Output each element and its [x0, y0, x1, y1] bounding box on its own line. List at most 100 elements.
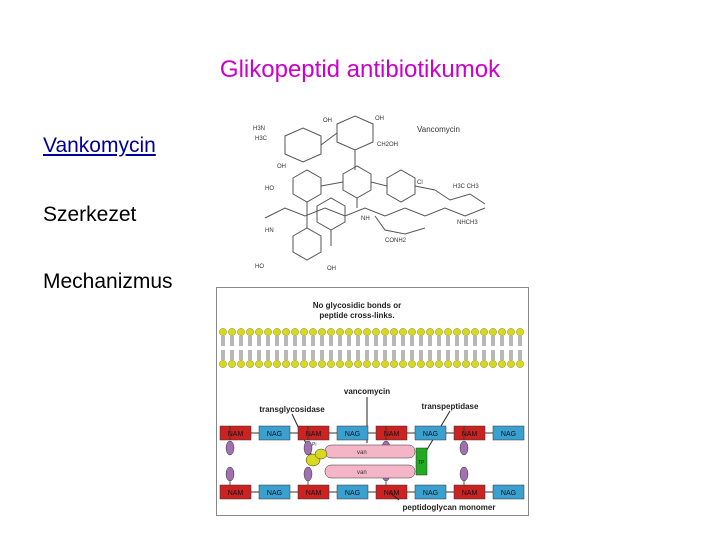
lipid-head	[282, 328, 290, 336]
atom-cl: Cl	[417, 180, 423, 186]
lipid-head	[228, 360, 236, 368]
lipid-head	[255, 328, 263, 336]
lipid-head	[435, 360, 443, 368]
peptide-stem	[459, 440, 469, 456]
lipid-head	[399, 328, 407, 336]
lipid-head	[354, 328, 362, 336]
lipid-head	[444, 360, 452, 368]
lipid-head	[489, 328, 497, 336]
lipid-head	[390, 360, 398, 368]
bottom-row-sugar-label: NAG	[345, 490, 360, 497]
lipid-head	[426, 360, 434, 368]
lipid-head	[417, 328, 425, 336]
transglycosidase-enzyme	[314, 448, 328, 460]
lipid-head	[435, 328, 443, 336]
lipid-head	[255, 360, 263, 368]
bottom-row-sugar-label: NAM	[462, 490, 478, 497]
lipid-head	[291, 360, 299, 368]
bottom-row-sugar-label: NAM	[306, 490, 322, 497]
lipid-head	[345, 328, 353, 336]
van-label-top: van	[357, 450, 367, 456]
top-label-line1: No glycosidic bonds or	[313, 301, 401, 310]
vancomycin-label: vancomycin	[344, 387, 390, 396]
lipid-head	[498, 360, 506, 368]
atom-hn: HN	[265, 228, 274, 234]
lipid-head	[327, 328, 335, 336]
top-row-sugar-label: NAG	[267, 431, 282, 438]
atom-h3n: H3N	[253, 126, 265, 132]
vankomycin-link[interactable]: Vankomycin	[43, 134, 156, 157]
monomer-label: peptidoglycan monomer	[403, 503, 496, 512]
top-row-sugar-label: NAM	[384, 431, 400, 438]
peptide-stem	[303, 466, 313, 482]
top-row-sugar-label: NAG	[423, 431, 438, 438]
lipid-head	[471, 360, 479, 368]
lipid-head	[336, 328, 344, 336]
atom-h3c: H3C	[255, 136, 268, 142]
lipid-head	[246, 328, 254, 336]
lipid-head	[318, 328, 326, 336]
lipid-head	[354, 360, 362, 368]
peptide-stem	[225, 440, 235, 456]
lipid-head	[408, 328, 416, 336]
lipid-head	[291, 328, 299, 336]
bottom-row-sugar-box	[492, 484, 525, 500]
lipid-head	[453, 328, 461, 336]
lipid-head	[390, 328, 398, 336]
atom-oh-4: OH	[327, 266, 336, 272]
lipid-head	[345, 360, 353, 368]
top-label-line2: peptide cross-links.	[319, 311, 394, 320]
top-row-sugar-box	[492, 425, 525, 441]
bottom-row-sugar-label: NAM	[228, 490, 244, 497]
lipid-head	[489, 360, 497, 368]
atom-h3c-ch3: H3C CH3	[453, 184, 479, 190]
lipid-head	[363, 360, 371, 368]
top-row-sugar-label: NAM	[306, 431, 322, 438]
lipid-head	[219, 328, 227, 336]
vancomycin-bar-bottom	[324, 464, 416, 479]
slide-title: Glikopeptid antibiotikumok	[219, 56, 501, 83]
peptide-stem	[303, 440, 313, 456]
lipid-head	[273, 360, 281, 368]
szerkezet-label: Szerkezet	[43, 203, 137, 226]
lipid-head	[363, 328, 371, 336]
bottom-row-sugar-label: NAG	[267, 490, 282, 497]
lipid-head	[444, 328, 452, 336]
top-row-sugar-label: NAG	[501, 431, 516, 438]
lipid-head	[300, 328, 308, 336]
transpeptidase-label: transpeptidase	[422, 402, 479, 411]
lipid-head	[327, 360, 335, 368]
atom-oh-3: OH	[375, 116, 384, 122]
vancomycin-bar-top	[324, 444, 416, 459]
lipid-head	[507, 360, 515, 368]
lipid-head	[246, 360, 254, 368]
transpeptidase-enzyme	[415, 447, 428, 476]
lipid-head	[471, 328, 479, 336]
lipid-head	[237, 328, 245, 336]
lipid-head	[300, 360, 308, 368]
lipid-head	[309, 328, 317, 336]
structure-label: Vancomycin	[417, 125, 460, 134]
transglycosidase-label: transglycosidase	[259, 405, 325, 414]
atom-nhch3: NHCH3	[457, 220, 478, 226]
lipid-head	[417, 360, 425, 368]
lipid-head	[480, 360, 488, 368]
atom-ho-2: HO	[255, 264, 264, 270]
lipid-head	[462, 328, 470, 336]
lipid-head	[309, 360, 317, 368]
lipid-bilayer	[219, 328, 524, 368]
atom-oh-1: OH	[277, 164, 286, 170]
bottom-row-sugar-label: NAG	[423, 490, 438, 497]
atom-ho: HO	[265, 186, 274, 192]
lipid-head	[381, 360, 389, 368]
top-row-sugar-label: NAG	[345, 431, 360, 438]
top-row-sugar-label: NAM	[462, 431, 478, 438]
lipid-head	[498, 328, 506, 336]
atom-conh2: CONH2	[385, 238, 407, 244]
lipid-head	[264, 328, 272, 336]
bottom-row-sugar-label: NAG	[501, 490, 516, 497]
lipid-head	[219, 360, 227, 368]
tp-label: TP	[418, 460, 425, 466]
lipid-head	[264, 360, 272, 368]
vancomycin-structure-image: H3N H3C OH OH OH CH2OH HO Cl H3C CH3 NHC…	[253, 115, 486, 272]
